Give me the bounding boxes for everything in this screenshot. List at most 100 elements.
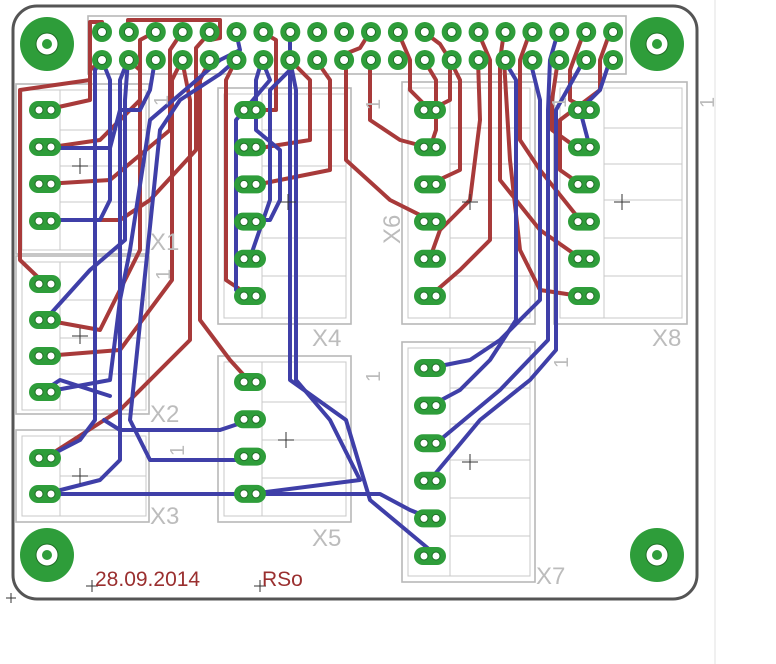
connector-pad-x6 — [414, 287, 446, 305]
header-pad — [172, 50, 193, 70]
header-pad — [253, 22, 274, 42]
header-pad — [172, 22, 193, 42]
connector-pad-x2 — [29, 347, 61, 365]
connector-pads — [29, 101, 600, 565]
connector-label-x1: X1 — [150, 229, 179, 256]
connector-label-x4: X4 — [312, 325, 341, 352]
header-pad — [387, 50, 408, 70]
header-pad — [226, 50, 247, 70]
connector-pad-x1 — [29, 101, 61, 119]
connector-label-x2: X2 — [150, 401, 179, 428]
header-pad — [576, 50, 597, 70]
connector-pad-x4 — [234, 138, 266, 157]
connector-pad-x6 — [414, 212, 446, 231]
origin-crosses — [6, 158, 630, 603]
connector-label-x5: X5 — [312, 525, 341, 552]
mounting-hole-bottom-right — [630, 528, 684, 582]
header-pad — [361, 50, 381, 70]
pin1-marker-x1: 1 — [151, 95, 173, 106]
header-pad — [92, 22, 112, 42]
header-pad — [468, 22, 489, 42]
connector-pad-x7 — [414, 509, 446, 528]
mounting-hole-bottom-left — [20, 528, 74, 582]
connector-pad-x5 — [234, 484, 266, 503]
connector-pad-x1 — [29, 175, 61, 193]
gpio-header-pads — [92, 22, 624, 70]
connector-pad-x8 — [568, 212, 600, 231]
connector-pad-x5 — [234, 373, 266, 391]
mounting-hole-top-left — [20, 17, 74, 71]
pin1-marker-x5: 1 — [363, 371, 385, 382]
header-pad — [522, 22, 543, 42]
header-pad — [199, 50, 220, 70]
connector-pad-x4 — [234, 175, 266, 194]
header-pad — [145, 50, 166, 70]
pin1-marker-x2: 1 — [153, 269, 175, 280]
header-pad — [361, 22, 381, 42]
pin1-marker-x6: 1 — [549, 97, 571, 108]
header-pad — [307, 22, 328, 42]
header-pad — [118, 50, 139, 70]
mounting-hole-top-right — [630, 17, 684, 71]
header-pad — [334, 50, 355, 70]
header-pad — [549, 22, 570, 42]
connector-pad-x7 — [414, 396, 446, 415]
connector-label-x3: X3 — [150, 503, 179, 530]
header-pad — [145, 22, 166, 42]
connector-pad-x1 — [29, 138, 61, 156]
pin1-marker-x8: 1 — [697, 97, 719, 108]
header-pad — [253, 50, 274, 70]
header-pad — [307, 50, 328, 70]
header-pad — [522, 50, 543, 70]
connector-pad-x3 — [29, 485, 61, 503]
connector-pad-x8 — [568, 249, 600, 268]
header-pad — [280, 50, 301, 70]
pin1-marker-x4: 1 — [363, 99, 385, 110]
connector-pad-x6 — [414, 138, 446, 157]
connector-pad-x7 — [414, 471, 446, 490]
pin1-marker-x3: 1 — [167, 445, 189, 456]
header-pad — [199, 22, 220, 42]
header-pad — [441, 50, 462, 70]
header-pad — [280, 22, 301, 42]
header-pad — [576, 22, 597, 42]
connector-outlines — [15, 81, 688, 583]
connector-pad-x8 — [568, 175, 600, 194]
connector-pad-x8 — [568, 287, 600, 305]
connector-pad-x8 — [568, 101, 600, 119]
author-text: RSo — [262, 568, 303, 591]
connector-label-x7: X7 — [536, 563, 565, 590]
header-pad — [468, 50, 489, 70]
header-pad — [603, 50, 624, 70]
connector-pad-x5 — [234, 447, 266, 466]
connector-pad-x1 — [29, 212, 61, 230]
date-text: 28.09.2014 — [95, 568, 200, 591]
connector-pad-x7 — [414, 434, 446, 453]
board-outline — [11, 4, 699, 601]
header-pad — [414, 50, 435, 70]
connector-pad-x4 — [234, 287, 266, 305]
header-pad — [441, 22, 462, 42]
header-pad — [226, 22, 247, 42]
connector-pad-x6 — [414, 249, 446, 268]
pin1-marker-x7: 1 — [551, 357, 573, 368]
connector-pad-x2 — [29, 311, 61, 329]
header-pad — [118, 22, 139, 42]
header-pad — [495, 22, 516, 42]
connector-pad-x2 — [29, 275, 61, 293]
connector-pad-x4 — [234, 249, 266, 268]
connector-pad-x6 — [414, 175, 446, 194]
connector-pad-x5 — [234, 410, 266, 429]
header-pad — [92, 50, 112, 70]
connector-label-x6: X6 — [379, 215, 406, 244]
connector-pad-x6 — [414, 101, 446, 119]
header-pad — [414, 22, 435, 42]
header-pad — [495, 50, 516, 70]
connector-pad-x2 — [29, 383, 61, 401]
connector-pad-x7 — [414, 547, 446, 565]
connector-pad-x3 — [29, 449, 61, 467]
connector-pad-x4 — [234, 101, 266, 119]
connector-pad-x7 — [414, 359, 446, 377]
header-pad — [603, 22, 624, 42]
